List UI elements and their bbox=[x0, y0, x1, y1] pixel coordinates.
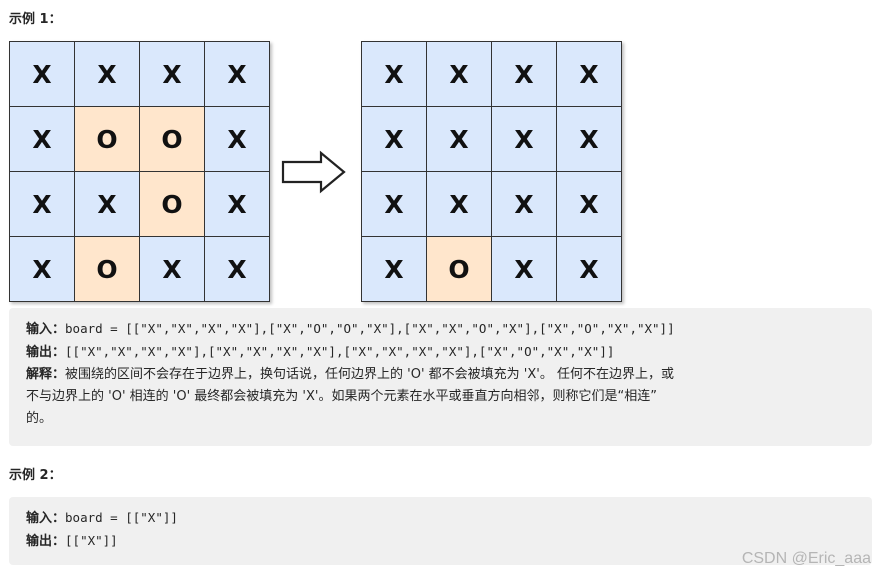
board-cell: X bbox=[205, 237, 269, 301]
board-cell: X bbox=[205, 107, 269, 171]
example-2-heading: 示例 2： bbox=[9, 468, 62, 483]
board-cell: O bbox=[140, 172, 204, 236]
board-cell: O bbox=[140, 107, 204, 171]
board-cell: X bbox=[557, 237, 621, 301]
output-label: 输出： bbox=[26, 345, 66, 360]
board-cell: X bbox=[140, 237, 204, 301]
board-cell: X bbox=[10, 42, 74, 106]
input-line: 输入：board = [["X","X","X","X"],["X","O","… bbox=[26, 318, 856, 341]
input-line: 输入：board = [["X"]] bbox=[26, 507, 856, 530]
explanation-line-1: 解释：被围绕的区间不会存在于边界上，换句话说，任何边界上的 'O' 都不会被填充… bbox=[26, 364, 856, 386]
board-cell: X bbox=[362, 237, 426, 301]
explanation-text-1: 被围绕的区间不会存在于边界上，换句话说，任何边界上的 'O' 都不会被填充为 '… bbox=[65, 367, 674, 382]
board-cell: X bbox=[362, 107, 426, 171]
board-cell: X bbox=[557, 107, 621, 171]
board-cell: X bbox=[557, 42, 621, 106]
board-cell: X bbox=[205, 42, 269, 106]
output-label: 输出： bbox=[26, 534, 66, 549]
board-cell: X bbox=[427, 172, 491, 236]
board-cell: X bbox=[492, 172, 556, 236]
board-cell: X bbox=[557, 172, 621, 236]
board-cell: X bbox=[75, 172, 139, 236]
explanation-text-3: 的。 bbox=[26, 411, 53, 426]
input-value: board = [["X","X","X","X"],["X","O","O",… bbox=[65, 321, 675, 336]
board-cell: X bbox=[10, 172, 74, 236]
input-value: board = [["X"]] bbox=[65, 510, 178, 525]
example-1-code-block: 输入：board = [["X","X","X","X"],["X","O","… bbox=[9, 308, 872, 446]
output-value: [["X","X","X","X"],["X","X","X","X"],["X… bbox=[65, 344, 615, 359]
right-arrow-icon bbox=[281, 150, 346, 194]
board-cell: X bbox=[492, 107, 556, 171]
board-cell: O bbox=[75, 237, 139, 301]
board-cell: X bbox=[427, 107, 491, 171]
output-line: 输出：[["X"]] bbox=[26, 530, 856, 553]
explanation-text-2: 不与边界上的 'O' 相连的 'O' 最终都会被填充为 'X'。如果两个元素在水… bbox=[26, 389, 657, 404]
input-label: 输入： bbox=[26, 511, 66, 526]
output-line: 输出：[["X","X","X","X"],["X","X","X","X"],… bbox=[26, 341, 856, 364]
explanation-label: 解释： bbox=[26, 367, 66, 382]
board-cell: X bbox=[492, 237, 556, 301]
board-cell: X bbox=[140, 42, 204, 106]
board-cell: X bbox=[427, 42, 491, 106]
board-cell: X bbox=[10, 237, 74, 301]
board-cell: X bbox=[10, 107, 74, 171]
board-cell: O bbox=[75, 107, 139, 171]
board-cell: X bbox=[75, 42, 139, 106]
example-1-heading: 示例 1： bbox=[9, 12, 62, 27]
watermark: CSDN @Eric_aaa bbox=[741, 550, 871, 567]
board-cell: X bbox=[362, 172, 426, 236]
explanation-line-3: 的。 bbox=[26, 408, 856, 430]
example-2-code-block: 输入：board = [["X"]] 输出：[["X"]] bbox=[9, 497, 872, 565]
board-cell: X bbox=[205, 172, 269, 236]
input-label: 输入： bbox=[26, 322, 66, 337]
board-cell: O bbox=[427, 237, 491, 301]
explanation-line-2: 不与边界上的 'O' 相连的 'O' 最终都会被填充为 'X'。如果两个元素在水… bbox=[26, 386, 856, 408]
board-cell: X bbox=[492, 42, 556, 106]
board-cell: X bbox=[362, 42, 426, 106]
output-value: [["X"]] bbox=[65, 533, 118, 548]
